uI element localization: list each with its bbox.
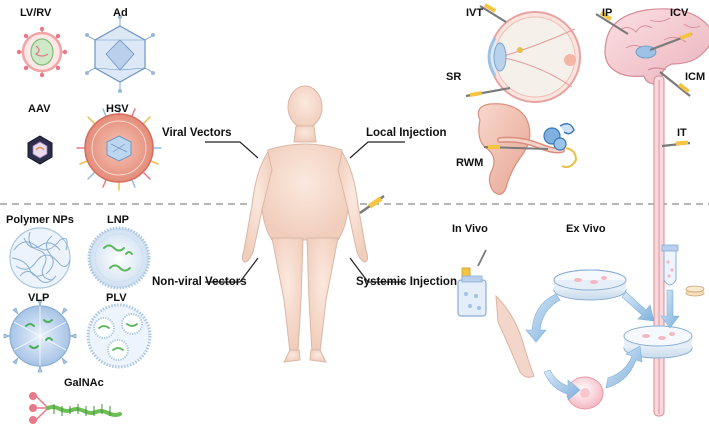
label-in-vivo: In Vivo	[452, 223, 488, 235]
hsv-virion-icon	[76, 105, 162, 191]
aav-capsid-icon	[27, 135, 53, 165]
label-polymer-nps: Polymer NPs	[6, 214, 74, 226]
ex-vivo-culture-dish-top	[553, 269, 627, 301]
label-viral-vectors: Viral Vectors	[162, 127, 232, 139]
label-it: IT	[677, 127, 687, 139]
label-ivt: IVT	[466, 7, 484, 19]
ear-cross-section-icon	[477, 103, 578, 195]
label-vlp: VLP	[28, 292, 50, 304]
icm-syringe-icon	[659, 71, 691, 97]
label-ip: IP	[602, 7, 613, 19]
label-hsv: HSV	[106, 103, 129, 115]
icv-syringe-icon	[649, 32, 693, 52]
connector-lines	[205, 141, 405, 283]
plv-particle-icon	[86, 303, 152, 369]
in-vivo-vial-icon	[457, 249, 487, 317]
label-galnac: GalNAc	[64, 377, 104, 389]
label-systemic-injection: Systemic Injection	[356, 276, 457, 288]
galnac-conjugate-icon	[29, 392, 122, 424]
label-icv: ICV	[670, 7, 689, 19]
label-aav: AAV	[28, 103, 51, 115]
sr-syringe-icon	[465, 86, 511, 98]
polymer-nanoparticle-icon	[9, 227, 71, 289]
label-ad: Ad	[113, 7, 128, 19]
ex-vivo-cap-icon	[685, 285, 705, 297]
lnp-lipid-nanoparticle-icon	[87, 226, 151, 290]
rwm-syringe-icon	[483, 145, 549, 150]
label-rwm: RWM	[456, 157, 484, 169]
label-ex-vivo: Ex Vivo	[566, 223, 606, 235]
vlp-virus-like-particle-icon	[3, 299, 77, 373]
label-sr: SR	[446, 71, 462, 83]
ex-vivo-tube-icon	[661, 244, 679, 286]
it-syringe-icon	[661, 140, 691, 148]
systemic-syringe-icon	[359, 194, 385, 215]
label-non-viral-vectors: Non-viral Vectors	[152, 276, 247, 288]
in-vivo-arm-injection-icon	[495, 294, 535, 378]
label-plv: PLV	[106, 292, 127, 304]
label-icm: ICM	[685, 71, 706, 83]
ex-vivo-cycle-arrows	[525, 289, 680, 401]
ivt-syringe-icon	[479, 3, 507, 23]
eye-cross-section-icon	[487, 11, 581, 103]
label-lnp: LNP	[107, 214, 129, 226]
ex-vivo-culture-dish-right	[623, 325, 693, 359]
adenovirus-capsid-icon	[85, 15, 155, 93]
label-lvrv: LV/RV	[20, 7, 52, 19]
lvrv-virion-icon	[16, 26, 68, 78]
label-local-injection: Local Injection	[366, 127, 447, 139]
human-body-figure	[241, 85, 369, 363]
ip-syringe-icon	[595, 11, 629, 35]
